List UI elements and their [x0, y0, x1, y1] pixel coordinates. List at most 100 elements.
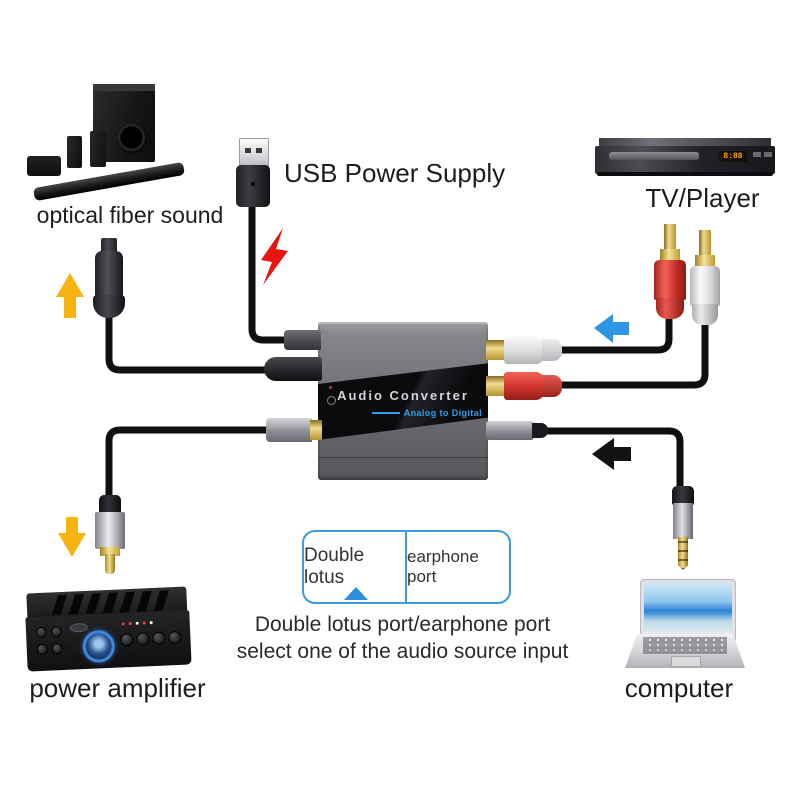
converter-subtitle: Analog to Digital	[403, 408, 482, 418]
dvd-button	[764, 152, 772, 157]
rca-red-tip	[664, 224, 676, 251]
rca-jack-red-skirt	[542, 375, 562, 397]
rca-jack-red-body	[504, 372, 544, 400]
selector-table: Double lotus earphone port	[302, 530, 511, 604]
subtitle-line	[371, 412, 400, 414]
usb-plug-shield	[239, 138, 269, 168]
amp-knob	[120, 632, 134, 647]
aux-plug-cap	[672, 486, 694, 505]
converter-subtitle-row: Analog to Digital	[371, 408, 482, 418]
rca-white-skirt	[692, 304, 718, 325]
table-cell-earphone-port: earphone port	[407, 547, 479, 586]
coax-cable	[105, 426, 278, 500]
toslink-connector-up	[93, 238, 125, 318]
rca-red-cable	[552, 308, 673, 354]
dvd-front-face: 8:88	[595, 146, 775, 174]
amp-vent	[119, 591, 135, 613]
label-usb-power-supply: USB Power Supply	[284, 158, 506, 188]
dvd-button	[753, 152, 761, 157]
rca-jack-white-gold	[486, 340, 506, 360]
dvd-disc-tray	[609, 152, 699, 160]
amp-vent	[102, 592, 119, 614]
amp-vent	[51, 594, 68, 616]
amp-vent	[85, 593, 102, 614]
satellite-speaker	[90, 131, 106, 167]
rca-white-tip	[699, 230, 711, 257]
laptop-trackpad	[671, 656, 701, 667]
aux-jack-barrel	[486, 421, 534, 440]
usb-plug	[236, 138, 270, 208]
usb-pin	[245, 148, 251, 153]
usb-plug-body	[236, 165, 270, 207]
converter-device: Audio Converter Analog to Digital	[318, 322, 488, 480]
amp-led	[142, 621, 146, 625]
aux-plug-barrel	[673, 503, 693, 539]
optical-cable-top	[105, 310, 278, 374]
rca-white-cable	[552, 316, 709, 389]
amp-led	[149, 621, 153, 625]
amp-knob	[152, 631, 166, 646]
dvd-player: 8:88	[595, 138, 775, 178]
amp-knob	[35, 626, 48, 639]
toslink-bulge	[93, 295, 125, 318]
label-optical-fiber-sound: optical fiber sound	[36, 202, 224, 228]
usb-power-cable	[248, 198, 292, 344]
subwoofer-port	[118, 124, 148, 154]
toslink-tip	[101, 238, 117, 253]
up-triangle-icon	[344, 587, 368, 600]
rca-jack-red-gold	[486, 376, 506, 396]
caption-line1: Double lotus port/earphone port	[254, 613, 551, 636]
aux-jack	[486, 421, 548, 440]
caption-line2: select one of the audio source input	[236, 640, 569, 663]
rca-jack-white	[486, 336, 564, 364]
amp-vent	[68, 594, 85, 615]
micro-usb-plug	[284, 330, 321, 350]
rca-white-collar	[695, 255, 715, 268]
subwoofer-top-face	[93, 84, 155, 91]
amp-led	[121, 622, 125, 626]
rca-jack-white-skirt	[542, 339, 562, 361]
amp-oval-button	[69, 622, 89, 633]
aux-plug-gold-tip	[678, 537, 688, 570]
amplifier-device	[24, 586, 192, 673]
media-box	[27, 156, 61, 176]
amp-led	[128, 621, 132, 626]
satellite-speaker	[67, 136, 82, 168]
rca-plug-red	[654, 224, 686, 320]
amp-led	[135, 621, 139, 625]
arrow-down-icon	[58, 517, 86, 557]
dvd-led-display: 8:88	[719, 151, 747, 162]
amp-knob	[168, 630, 182, 645]
amp-knob	[50, 626, 63, 638]
power-led	[329, 386, 332, 389]
coax-cap	[99, 495, 121, 514]
amp-knob	[51, 642, 64, 655]
label-computer: computer	[624, 673, 734, 703]
laptop-keyboard	[643, 637, 727, 654]
amp-knob	[36, 643, 49, 656]
rca-plug-white	[690, 230, 720, 326]
laptop-base	[625, 634, 745, 668]
arrow-left-blue-icon	[594, 314, 629, 343]
laptop-screen	[641, 580, 735, 641]
rca-white-body	[690, 266, 720, 306]
coax-gold-ring	[100, 547, 120, 556]
amp-display-knob	[82, 629, 116, 664]
amp-knob	[136, 632, 150, 646]
aux-jack-cap	[532, 423, 548, 438]
toslink-body	[95, 251, 123, 301]
dvd-top-face	[599, 138, 771, 148]
rca-jack-white-body	[504, 336, 544, 364]
laptop-device	[625, 578, 745, 670]
rca-jack-red	[486, 372, 564, 400]
lightning-bolt-icon	[261, 228, 288, 285]
optical-plug-barrel	[266, 418, 312, 442]
arrow-left-black-icon	[592, 438, 631, 470]
laptop-screen-image	[644, 583, 732, 636]
usb-plug-dimple	[251, 182, 255, 186]
rca-red-body	[654, 260, 686, 300]
arrow-up-icon	[56, 273, 84, 318]
amp-front-panel	[25, 610, 192, 672]
